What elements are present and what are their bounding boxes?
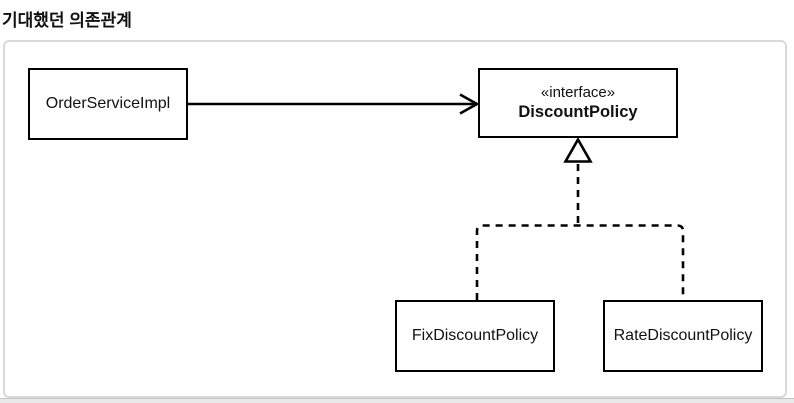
class-box-orderserviceimpl: OrderServiceImpl bbox=[28, 68, 188, 140]
class-label: FixDiscountPolicy bbox=[411, 327, 539, 344]
class-label: OrderServiceImpl bbox=[45, 95, 171, 112]
interface-box-discountpolicy: «interface» DiscountPolicy bbox=[478, 68, 678, 138]
page-title: 기대했던 의존관계 bbox=[2, 11, 132, 30]
page-bottom-divider bbox=[0, 398, 794, 403]
interface-stereotype-label: «interface» bbox=[540, 84, 616, 101]
class-box-fixdiscountpolicy: FixDiscountPolicy bbox=[395, 300, 555, 372]
class-label: RateDiscountPolicy bbox=[613, 327, 753, 344]
interface-name-label: DiscountPolicy bbox=[518, 103, 638, 121]
class-box-ratediscountpolicy: RateDiscountPolicy bbox=[603, 300, 763, 372]
